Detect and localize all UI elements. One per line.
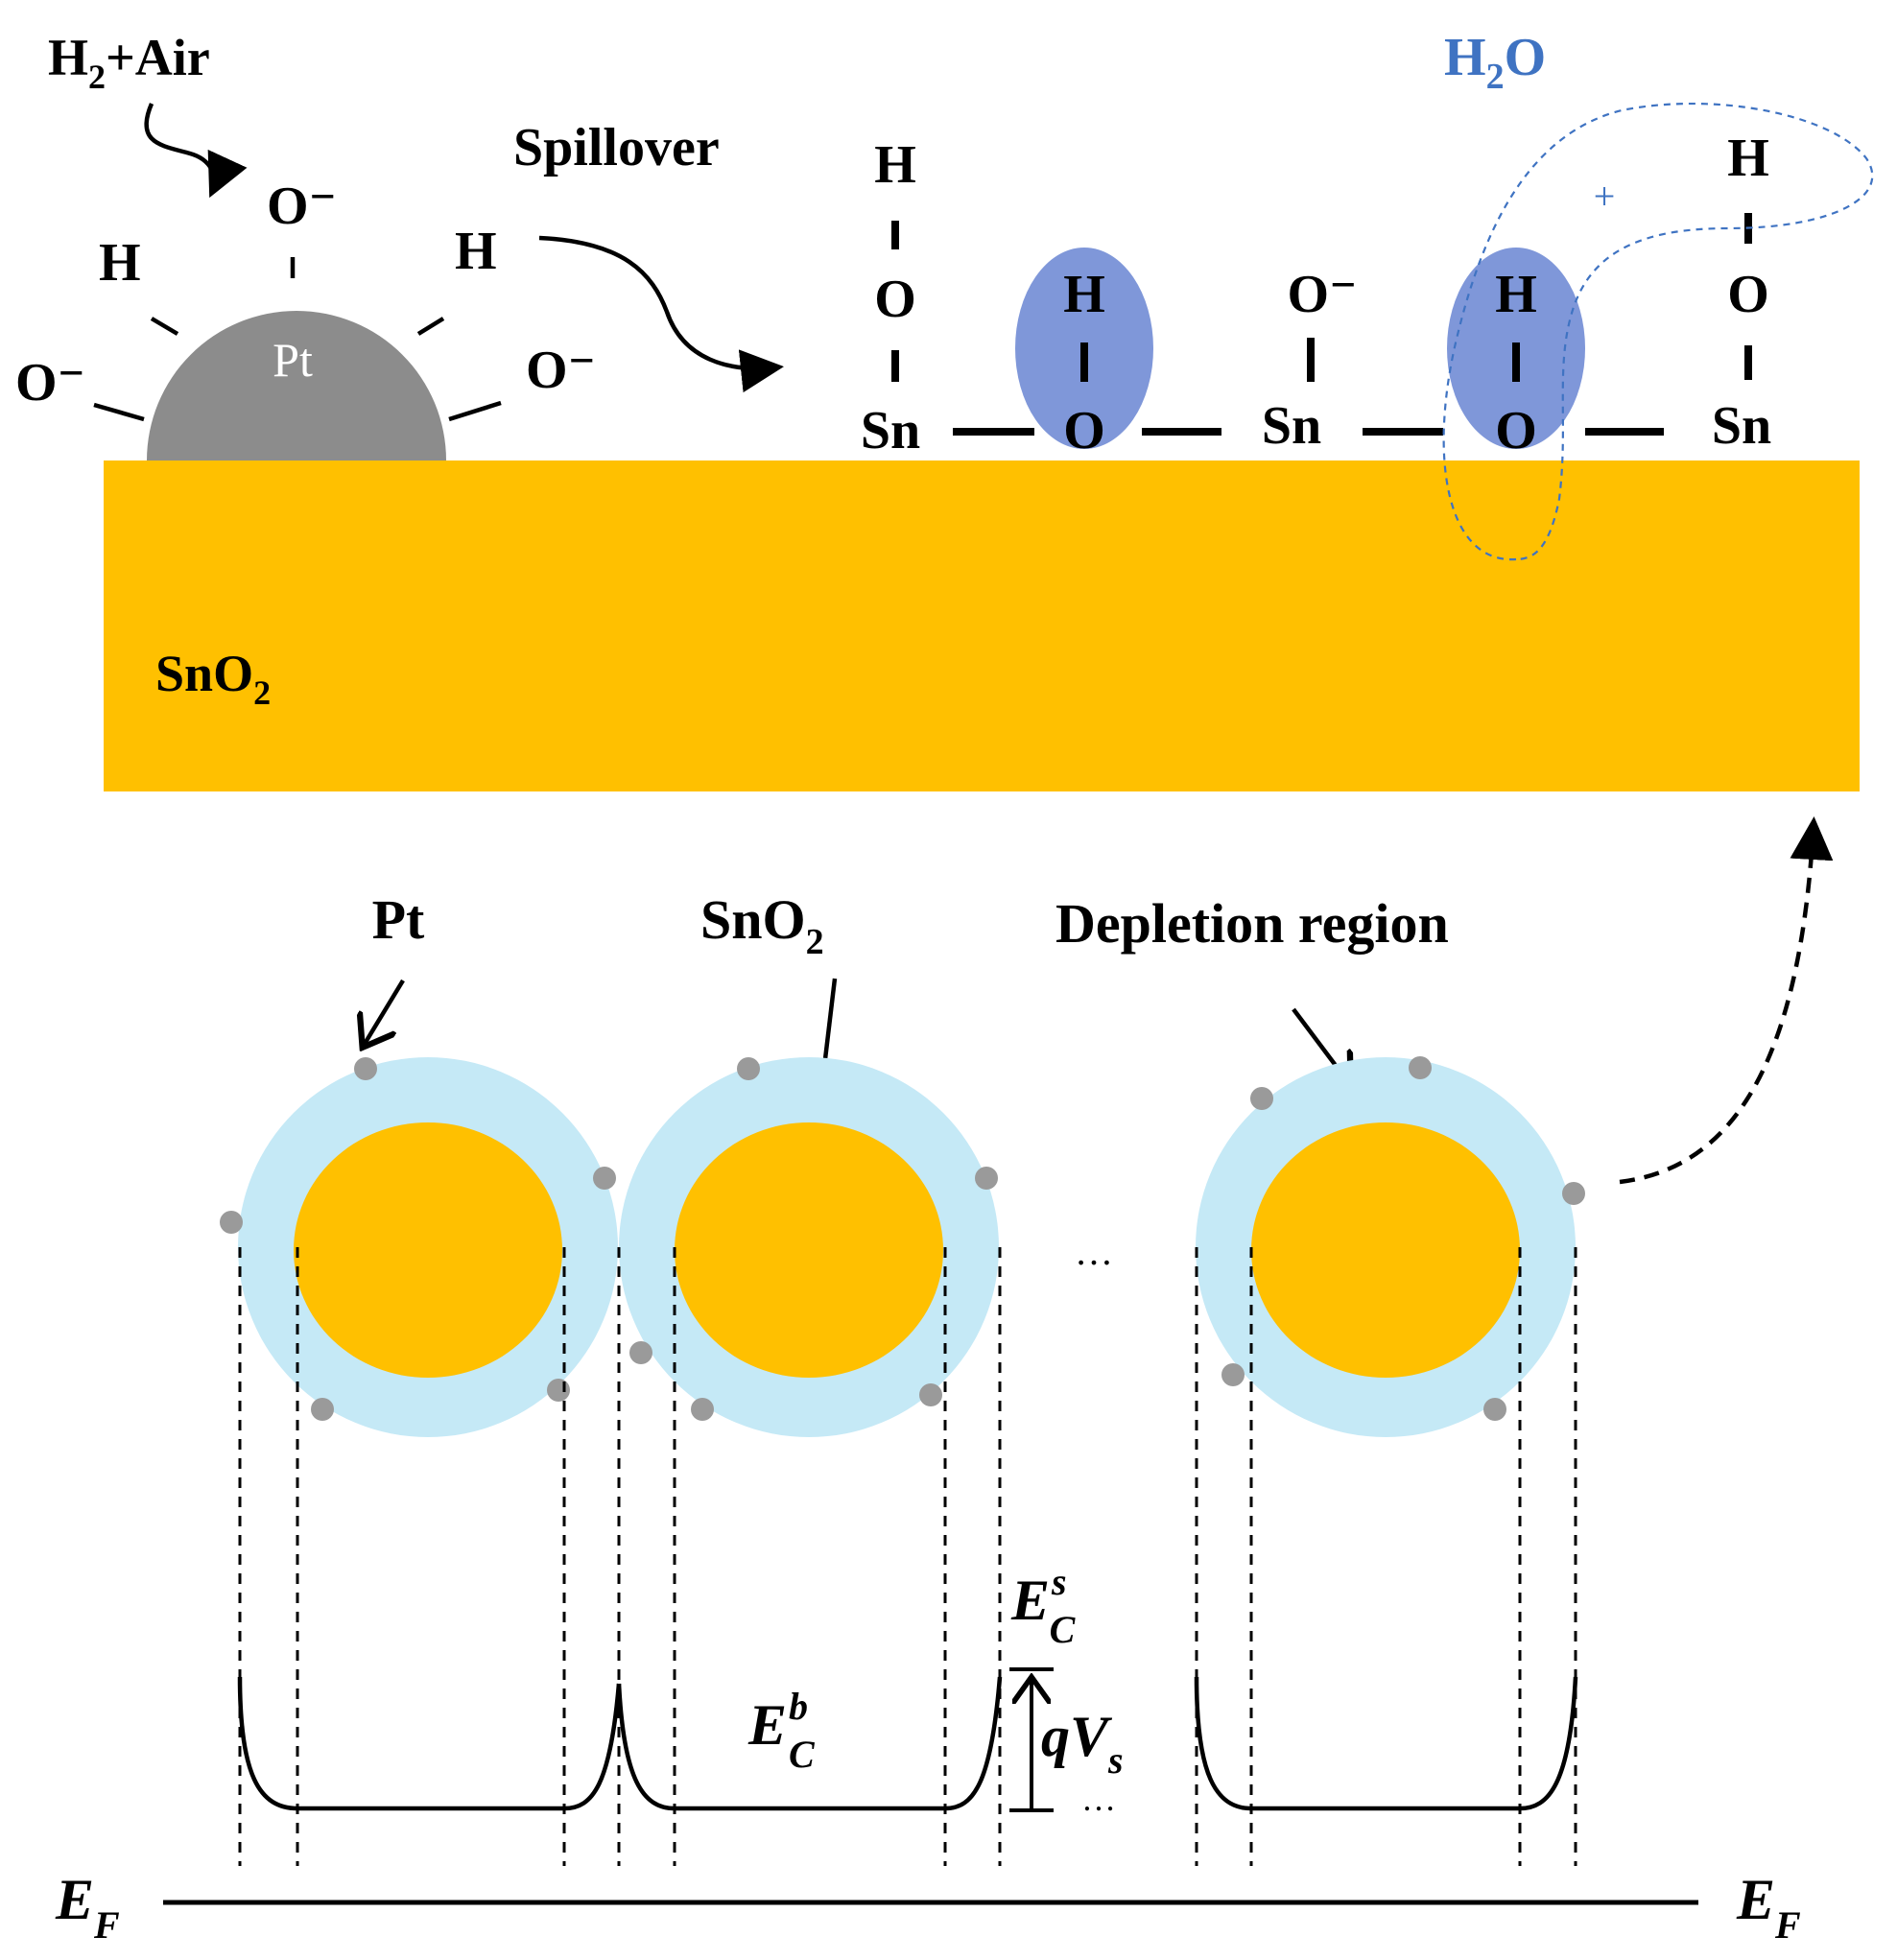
pt-nanoparticle [1409, 1056, 1432, 1079]
pt-nanoparticle [1221, 1363, 1245, 1386]
substrate-label: SnO2 [155, 645, 271, 712]
grain-2-core [675, 1122, 943, 1378]
site3-o-minus: O⁻ [1287, 265, 1357, 324]
pt-species-h-right: H [455, 222, 497, 281]
spillover-label: Spillover [513, 118, 720, 177]
grain-3-core [1251, 1122, 1520, 1378]
depletion-region-label: Depletion region [1055, 892, 1449, 955]
pt-nanoparticle [737, 1057, 760, 1080]
spillover-arrow [538, 235, 784, 393]
pt-nanoparticle [220, 1211, 243, 1234]
sno2-substrate [104, 460, 1860, 791]
pt-label-bottom: Pt [372, 888, 425, 951]
conduction-band-profile [237, 1676, 1578, 1811]
grain-1-core [294, 1122, 562, 1378]
zoom-dashed-arrow [1619, 816, 1834, 1185]
grain-2 [619, 1057, 999, 1437]
pt-species-o-left: O⁻ [15, 353, 85, 413]
grain-3 [1196, 1056, 1585, 1437]
site5-h: H [1727, 129, 1769, 188]
ef-left-label: EF [55, 1868, 120, 1947]
site1-sn: Sn [861, 401, 920, 460]
ellipsis-grains: … [1075, 1230, 1113, 1273]
gas-arrow [144, 103, 248, 199]
pt-species-o-top: O⁻ [267, 177, 337, 236]
site4-o: O [1495, 401, 1537, 460]
pt-species-h-left: H [99, 233, 141, 293]
site5-o: O [1727, 265, 1769, 324]
h2o-formation-outline [1442, 102, 1874, 561]
gas-label: H2+Air [48, 29, 210, 96]
pt-nanoparticle [691, 1398, 714, 1421]
site2-o: O [1063, 401, 1105, 460]
h2o-label: H2O [1444, 28, 1546, 97]
pt-nanoparticle [1250, 1087, 1273, 1110]
pt-nanoparticle [354, 1057, 377, 1080]
pt-nanoparticle [975, 1167, 998, 1190]
pt-nanoparticle [311, 1398, 334, 1421]
pt-nanoparticle [1483, 1398, 1506, 1421]
pt-nanoparticle [1562, 1182, 1585, 1205]
pt-nanoparticle [547, 1379, 570, 1402]
ellipsis-band: … [1081, 1780, 1116, 1818]
ef-right-label: EF [1736, 1868, 1801, 1947]
projection-lines [238, 1247, 1577, 1866]
site1-h: H [874, 135, 916, 195]
pt-label-top: Pt [273, 333, 313, 387]
pt-pointer-arrow [365, 979, 405, 1044]
pt-particle [147, 311, 446, 460]
pt-nanoparticle [919, 1383, 942, 1406]
plus-sign: + [1594, 175, 1616, 218]
site4-h: H [1495, 265, 1537, 324]
grain-1 [220, 1057, 618, 1437]
qvs-label: qVs [1041, 1705, 1124, 1782]
sno2-label-bottom: SnO2 [700, 888, 824, 962]
site3-sn: Sn [1262, 396, 1321, 456]
site5-sn: Sn [1712, 396, 1771, 456]
pt-nanoparticle [629, 1341, 652, 1364]
pt-species-o-right: O⁻ [526, 341, 596, 400]
site1-o: O [874, 270, 916, 329]
pt-nanoparticle [593, 1167, 616, 1190]
site2-h: H [1063, 265, 1105, 324]
